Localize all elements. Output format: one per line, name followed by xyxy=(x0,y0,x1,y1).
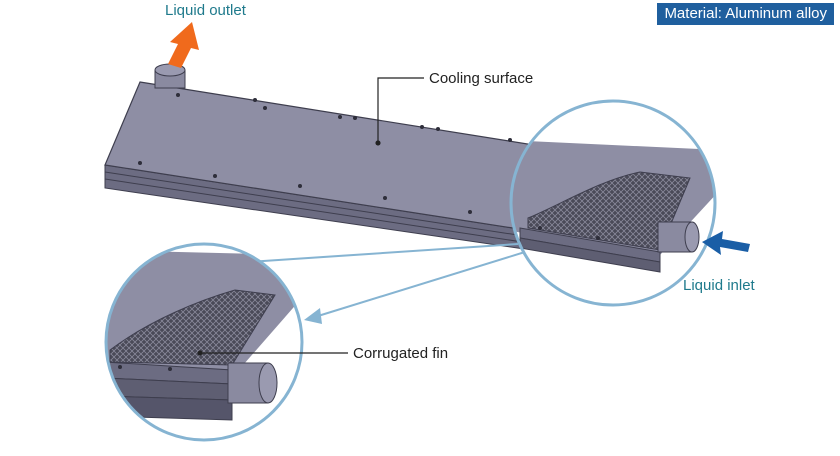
material-badge: Material: Aluminum alloy xyxy=(657,3,834,25)
lens-ring-small xyxy=(104,242,304,442)
lens-connector-upper xyxy=(247,243,519,263)
cooling-surface-label: Cooling surface xyxy=(429,70,534,87)
detail-lens-small xyxy=(104,242,304,442)
corrugated-fin-label: Corrugated fin xyxy=(353,345,449,362)
liquid-inlet-label: Liquid inlet xyxy=(683,277,755,294)
lens-ring-large xyxy=(509,99,717,307)
lens-connector-arrow xyxy=(317,251,526,317)
liquid-outlet-label: Liquid outlet xyxy=(165,2,246,19)
corrugated-fin-dot xyxy=(197,350,203,356)
detail-lens-large xyxy=(509,99,717,307)
inlet-arrow xyxy=(702,231,750,255)
outlet-arrow xyxy=(168,22,199,68)
lens-connector-arrowhead xyxy=(304,308,322,324)
cooling-surface-dot xyxy=(375,140,381,146)
fin-cutaway-large xyxy=(527,171,691,251)
fin-cutaway-small xyxy=(109,289,276,366)
cooling-surface-leader xyxy=(377,77,424,143)
